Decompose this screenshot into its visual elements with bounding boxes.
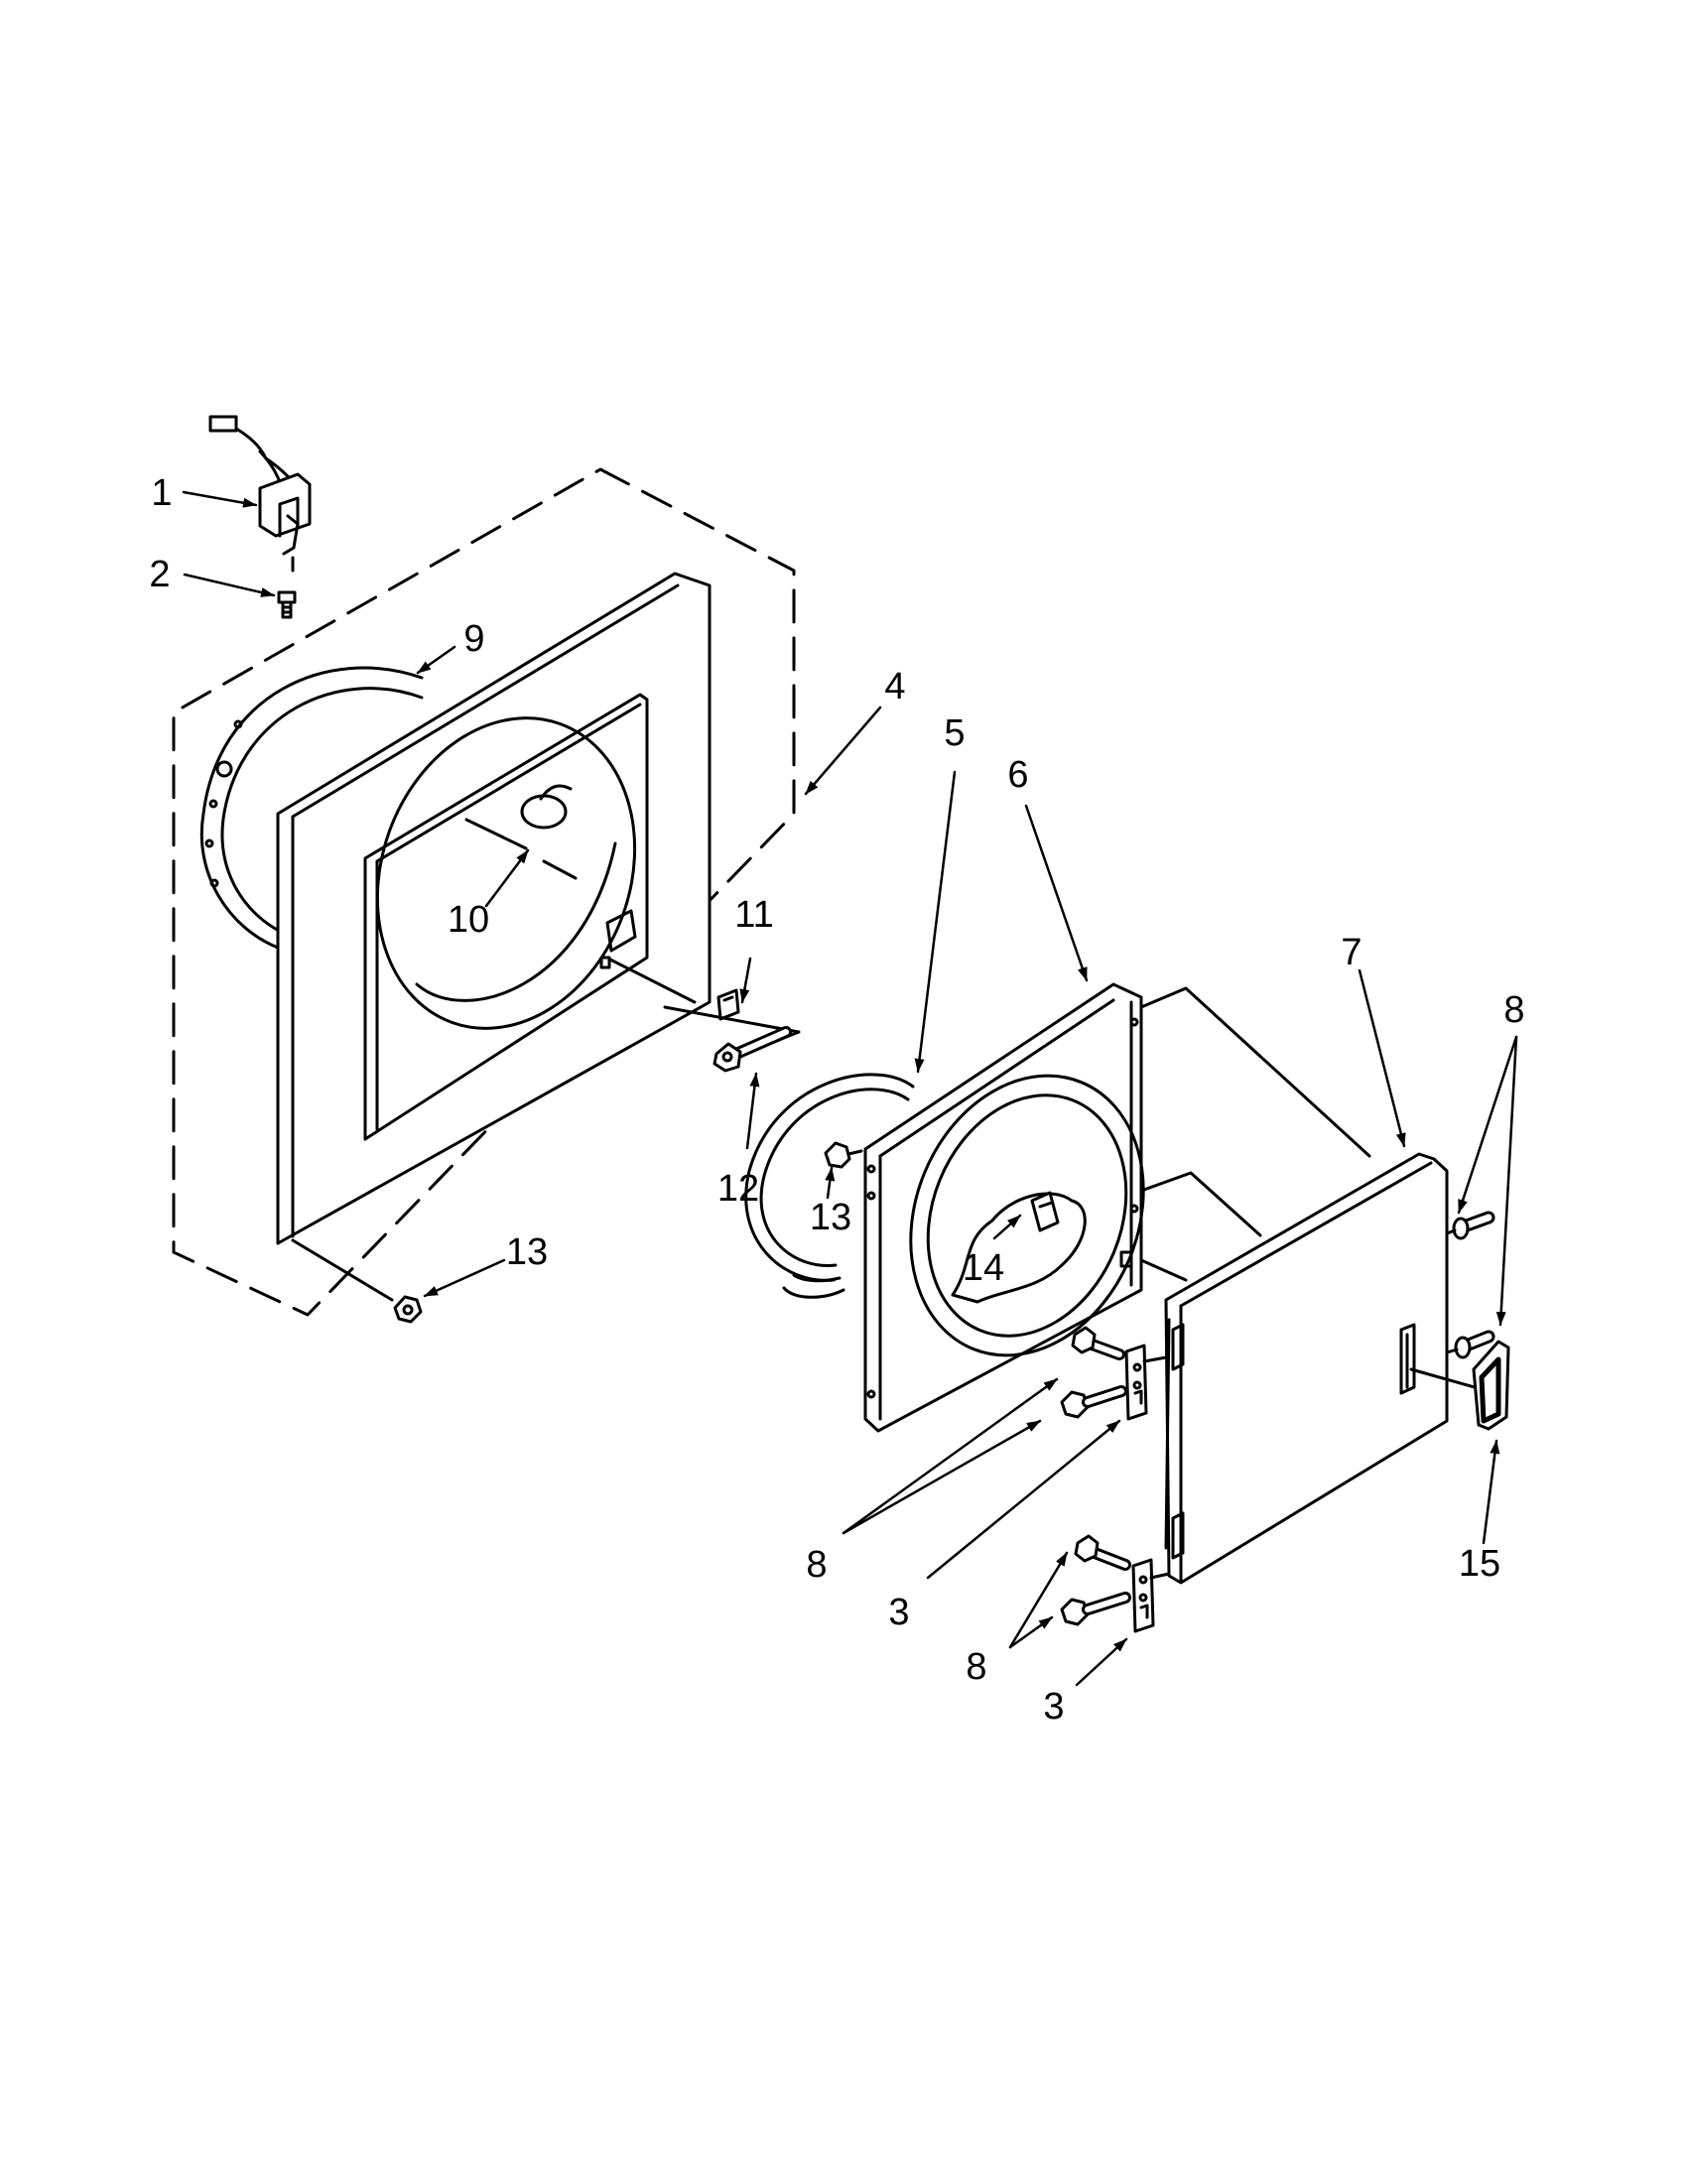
drum-seal-ring-part-9 bbox=[199, 666, 424, 950]
callout-10: 10 bbox=[447, 899, 490, 941]
panel-explosion-lines-lower bbox=[291, 1238, 394, 1302]
callout-1: 1 bbox=[151, 472, 173, 514]
outer-door-part-7 bbox=[1164, 1152, 1491, 1585]
screw-part-8-hinge-upper-a bbox=[1071, 1326, 1125, 1360]
callout-11: 11 bbox=[734, 894, 774, 936]
callout-13-upper: 13 bbox=[809, 1197, 852, 1238]
hinge-part-3-lower bbox=[1131, 1558, 1171, 1633]
callout-3-upper: 3 bbox=[888, 1592, 910, 1633]
assembly-dashed-outline bbox=[172, 467, 796, 1317]
front-panel-part-4 bbox=[276, 572, 712, 1245]
callout-2: 2 bbox=[149, 554, 171, 595]
screw-part-8-right-upper bbox=[1445, 1211, 1495, 1240]
callout-12: 12 bbox=[716, 1168, 760, 1210]
callout-4: 4 bbox=[884, 666, 906, 707]
screw-part-8-right-lower bbox=[1445, 1330, 1495, 1359]
door-explosion-lines bbox=[1139, 986, 1371, 1282]
callout-8-right: 8 bbox=[1503, 989, 1525, 1031]
callout-5: 5 bbox=[944, 712, 966, 754]
callout-8-hinge-upper: 8 bbox=[806, 1544, 828, 1586]
screw-part-8-hinge-lower-a bbox=[1074, 1534, 1131, 1571]
callout-6: 6 bbox=[1007, 754, 1029, 796]
inner-door-panel-part-6 bbox=[863, 982, 1145, 1433]
leader-lines bbox=[182, 490, 1518, 1687]
door-seal-part-5 bbox=[744, 1073, 915, 1299]
callout-13-lower: 13 bbox=[505, 1231, 549, 1273]
callout-8-hinge-lower: 8 bbox=[966, 1646, 987, 1688]
callout-14: 14 bbox=[962, 1247, 1005, 1289]
callout-9: 9 bbox=[463, 618, 485, 660]
door-strike-part-11 bbox=[716, 988, 740, 1021]
callout-3-lower: 3 bbox=[1043, 1686, 1065, 1728]
screw-part-2 bbox=[277, 590, 297, 619]
screw-part-8-hinge-upper-b bbox=[1060, 1385, 1127, 1419]
screw-part-13-upper bbox=[824, 1141, 863, 1169]
door-switch-part-1 bbox=[208, 415, 312, 573]
screw-part-12 bbox=[713, 1026, 792, 1073]
callout-7: 7 bbox=[1341, 932, 1363, 973]
callout-15: 15 bbox=[1458, 1543, 1501, 1585]
screw-part-8-hinge-lower-b bbox=[1060, 1592, 1131, 1626]
screw-part-13-lower bbox=[393, 1295, 423, 1324]
door-handle-part-15 bbox=[1472, 1340, 1510, 1431]
hinge-part-3-upper bbox=[1124, 1344, 1168, 1421]
